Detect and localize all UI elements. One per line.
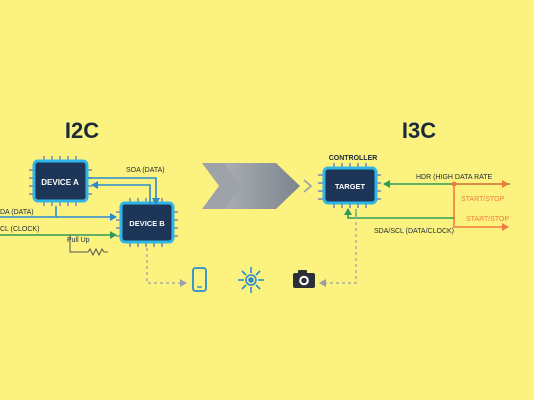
- device-a-chip: [29, 156, 92, 206]
- i2c-title: I2C: [65, 118, 99, 143]
- controller-label: CONTROLLER: [329, 155, 378, 162]
- sda-bus-line: [0, 206, 117, 221]
- start-stop-top-label: START/STOP: [461, 196, 505, 203]
- start-stop-bottom-label: START/STOP: [466, 216, 510, 223]
- i3c-title: I3C: [402, 118, 436, 143]
- i2c-sda-label: SOA (DATA): [126, 167, 165, 174]
- phone-icon: [192, 267, 207, 292]
- sda-line-b-to-a: [91, 181, 151, 204]
- i2c-dashed-link: [146, 248, 187, 287]
- i3c-bus-line: [344, 208, 454, 219]
- i3c-dashed-link: [319, 210, 357, 287]
- sensor-icon: [238, 267, 264, 293]
- device-b-label: DEVICE B: [129, 219, 165, 228]
- hdr-label: HDR (HIGH DATA RATE: [416, 174, 493, 181]
- start-stop-lines: [451, 180, 509, 231]
- device-a-label: DEVICE A: [41, 178, 79, 187]
- pullup-label: Pull Up: [67, 237, 90, 244]
- target-label: TARGET: [335, 182, 366, 191]
- sda-line-a-to-b: [88, 177, 160, 205]
- i2c-scl-edge-label: CL (CLOCK): [0, 226, 39, 233]
- transition-arrow: [202, 163, 313, 209]
- pullup-resistor: [69, 235, 108, 257]
- target-chip: [318, 163, 381, 208]
- device-b-chip: [116, 198, 178, 247]
- i2c-sda-edge-label: DA (DATA): [0, 209, 34, 216]
- camera-icon: [293, 270, 315, 288]
- i3c-bus-label: SDA/SCL (DATA/CLOCK): [374, 228, 454, 235]
